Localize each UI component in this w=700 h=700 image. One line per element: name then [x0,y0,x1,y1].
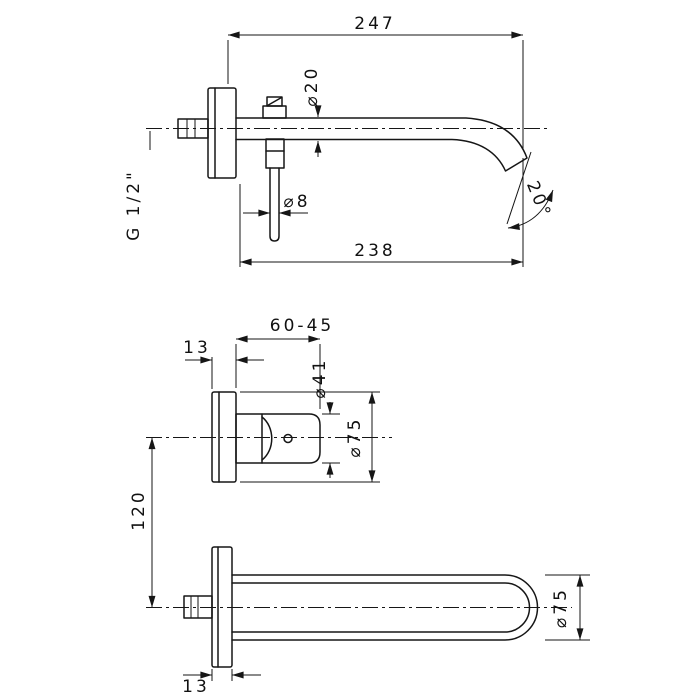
spout-outline [235,117,528,172]
handle-parting-curve [261,416,273,461]
cartridge-detail-line [266,96,283,107]
dimension-plate-thickness-front: 13 [183,338,264,389]
side-view: 247 ⌀20 G 1/2" ⌀8 238 [124,14,555,267]
dimension-label-238: 238 [354,241,395,261]
dimension-lever-diameter: ⌀8 [243,192,310,217]
cartridge-cap [262,105,287,119]
dimension-label-d20: ⌀20 [302,66,322,107]
spout-wall-plate [211,546,233,668]
handle-base [235,413,263,464]
front-view: 60-45 13 ⌀41 ⌀75 120 [129,316,392,608]
cartridge-top [266,96,283,107]
spout-unit-view: ⌀75 13 [146,546,590,697]
dimension-label-120: 120 [129,489,149,530]
handle-grip [261,413,321,464]
dimension-spout-reach: 238 [239,158,524,267]
dimension-plate-thickness-spout: 13 [182,669,261,697]
thread-size-label: G 1/2" [124,131,151,241]
dimension-label-13-spout: 13 [182,677,210,697]
dimension-label-13-front: 13 [183,338,211,358]
spout-trim-inner-line [231,582,531,633]
dimension-outlet-angle: 20° [506,151,555,230]
dimension-label-60-45: 60-45 [270,316,334,336]
angle-arc [507,189,554,230]
dimension-label-d41: ⌀41 [310,358,330,399]
dimension-label-247: 247 [354,14,395,34]
dimension-plate-diameter: ⌀75 [240,391,380,483]
lever-joint [265,138,285,169]
dimension-spout-trim-diameter: ⌀75 [545,574,590,641]
dimension-label-d75-front: ⌀75 [345,417,365,458]
wall-plate [207,87,237,179]
dimension-label-d8: ⌀8 [283,192,310,212]
handle-indicator-dot [283,433,293,444]
dimension-spout-diameter: ⌀20 [302,66,322,157]
dimension-centres-distance: 120 [129,437,156,608]
dimension-label-20deg: 20° [522,178,555,222]
dimension-label-d75-spout: ⌀75 [551,587,571,628]
dimension-label-thread: G 1/2" [124,169,144,241]
dimension-handle-diameter: ⌀41 [310,358,340,478]
lever-stem [269,167,280,242]
dimension-overall-length: 247 [227,14,524,150]
spout-trim-outline [231,574,539,641]
dimension-projection-range: 60-45 [235,316,334,409]
